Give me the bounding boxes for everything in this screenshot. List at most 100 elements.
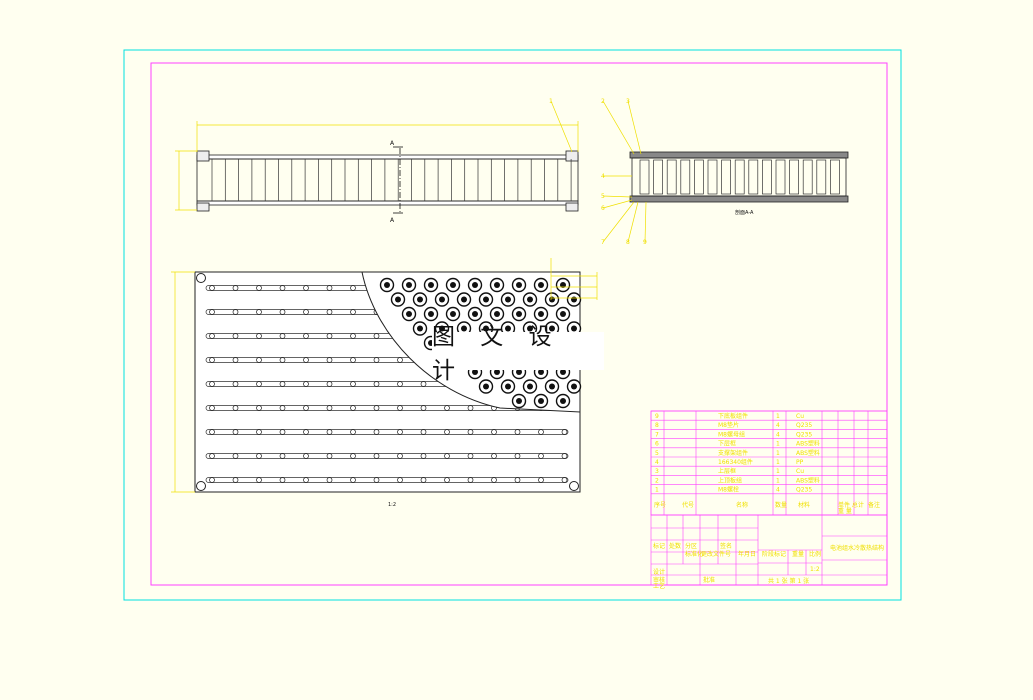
bom-qty: 1 bbox=[776, 450, 780, 457]
bom-name: 上顶板组 bbox=[718, 476, 742, 484]
bom-name: M8螺母组 bbox=[718, 430, 745, 438]
battery-cell-core bbox=[472, 311, 478, 317]
tube-fitting bbox=[444, 453, 450, 459]
bom-header: 序号 bbox=[654, 501, 666, 509]
tube-fitting bbox=[232, 357, 239, 363]
battery-cell-core bbox=[516, 282, 522, 288]
battery-cell-core bbox=[406, 282, 412, 288]
section-marker-top: A bbox=[390, 140, 395, 147]
battery-cell-core bbox=[428, 311, 434, 317]
battery-cell-core bbox=[505, 296, 511, 303]
tube-fitting bbox=[279, 477, 286, 483]
section-cell bbox=[789, 159, 799, 195]
tube-fitting bbox=[350, 333, 356, 339]
battery-cell-core bbox=[494, 282, 500, 288]
tube-fitting bbox=[373, 357, 380, 363]
bom-header: 代号 bbox=[682, 501, 694, 509]
tube-fitting bbox=[232, 333, 239, 339]
balloon-5: 5 bbox=[601, 193, 605, 200]
tube-fitting bbox=[397, 357, 403, 363]
section-view bbox=[629, 151, 849, 203]
tube-fitting bbox=[491, 477, 497, 483]
tube-fitting bbox=[514, 429, 521, 435]
tube-row bbox=[205, 477, 569, 483]
front-view bbox=[196, 150, 579, 212]
battery-cell-core bbox=[560, 369, 566, 375]
bom-material: ABS塑料 bbox=[796, 476, 820, 484]
bom-material: ABS塑料 bbox=[796, 440, 820, 448]
battery-cell-core bbox=[571, 325, 577, 332]
section-cell bbox=[775, 159, 786, 195]
bom-material: Q235 bbox=[796, 422, 812, 429]
top-view-dims bbox=[171, 258, 598, 493]
tube-fitting bbox=[467, 405, 474, 411]
section-cell bbox=[830, 159, 840, 195]
battery-cell-core bbox=[516, 369, 522, 375]
tube-fitting bbox=[256, 453, 262, 459]
tube-fitting bbox=[350, 453, 356, 459]
tube-fitting bbox=[444, 429, 450, 435]
tube-fitting bbox=[232, 453, 239, 459]
bom-material: Q235 bbox=[796, 487, 812, 494]
title-block-label: 处数 bbox=[669, 542, 681, 550]
tube-fitting bbox=[444, 405, 450, 411]
battery-cell-core bbox=[538, 311, 544, 317]
section-marker-bottom: A bbox=[390, 217, 395, 224]
tube-fitting bbox=[514, 453, 521, 459]
battery-cell-core bbox=[483, 383, 489, 390]
battery-cell-core bbox=[549, 325, 555, 332]
bom-qty: 1 bbox=[776, 441, 780, 448]
section-cell bbox=[734, 159, 745, 195]
tube-fitting bbox=[279, 405, 286, 411]
tube-fitting bbox=[326, 453, 333, 459]
tube-fitting bbox=[467, 477, 474, 483]
leader-lines bbox=[550, 100, 647, 243]
bom-no: 3 bbox=[655, 468, 659, 475]
title-block-label: 签名 bbox=[720, 542, 732, 550]
tube-fitting bbox=[561, 453, 568, 459]
bom-qty: 4 bbox=[776, 487, 780, 494]
title-block-label: 设计 bbox=[653, 568, 665, 576]
bom-qty: 4 bbox=[776, 431, 780, 438]
battery-cell-core bbox=[494, 369, 500, 375]
balloon-7: 7 bbox=[601, 239, 605, 246]
battery-cell-core bbox=[450, 311, 456, 317]
battery-cell-core bbox=[494, 311, 500, 317]
bom-no: 9 bbox=[655, 413, 659, 420]
tube-fitting bbox=[420, 405, 427, 411]
battery-cell-core bbox=[538, 398, 544, 404]
tube-fitting bbox=[279, 453, 286, 459]
tube-fitting bbox=[326, 477, 333, 483]
tube-fitting bbox=[373, 381, 380, 387]
section-cell bbox=[762, 159, 772, 195]
balloon-9: 9 bbox=[643, 239, 647, 246]
tube-fitting bbox=[209, 453, 215, 459]
battery-cell-core bbox=[527, 383, 533, 390]
tube-fitting bbox=[209, 405, 215, 411]
tube-fitting bbox=[420, 429, 427, 435]
bom-header: 材料 bbox=[798, 501, 810, 509]
balloon-6: 6 bbox=[601, 205, 605, 212]
bom-material: PP bbox=[796, 459, 804, 466]
balloon-1: 1 bbox=[549, 98, 553, 105]
tube-fitting bbox=[209, 333, 215, 339]
battery-cell-core bbox=[516, 398, 522, 404]
tube-fitting bbox=[326, 429, 333, 435]
tube-fitting bbox=[303, 333, 309, 339]
tube-fitting bbox=[397, 477, 403, 483]
battery-cell-core bbox=[395, 296, 401, 303]
bom-no: 7 bbox=[655, 431, 659, 438]
tube-fitting bbox=[256, 429, 262, 435]
tube-fitting bbox=[373, 405, 380, 411]
tube-fitting bbox=[397, 405, 403, 411]
title-block-label: 标记 bbox=[653, 542, 665, 550]
battery-cell-core bbox=[527, 296, 533, 303]
tube-row bbox=[205, 453, 569, 459]
tube-fitting bbox=[350, 429, 356, 435]
battery-cell-core bbox=[417, 325, 423, 332]
